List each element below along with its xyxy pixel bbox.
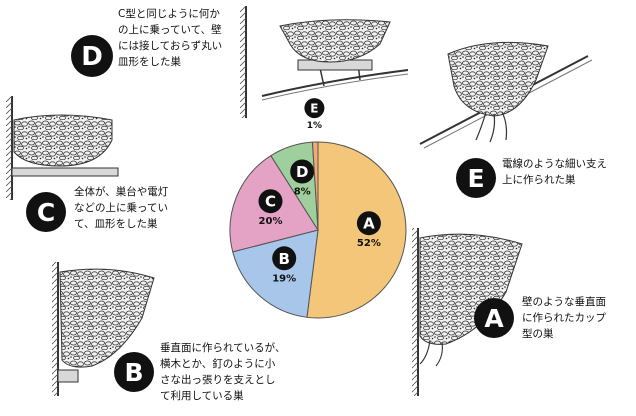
annotation-b-line: 垂直面に作られているが、: [160, 342, 286, 354]
badge-e: E: [456, 158, 496, 198]
pie-label-b: B: [278, 250, 289, 268]
pie-badge-a: [356, 211, 381, 236]
annotation-e: 電線のような細い支え 上に作られた巣: [502, 156, 607, 188]
pie-value-d: 8%: [294, 187, 311, 198]
pie-value-e: 1%: [307, 121, 322, 131]
annotation-b-line: さな出っ張りを支えとし: [160, 374, 276, 386]
annotation-c-line: 全体が、巣台や電灯: [74, 186, 169, 198]
pie-chart: A 52% B 19% C 20% D 8% E 1%: [229, 98, 407, 319]
nest-illustration-a: [412, 228, 523, 396]
annotation-c-line: などの上に乗ってい: [74, 202, 168, 214]
badge-c-letter: C: [37, 198, 55, 227]
pie-label-c: C: [265, 193, 276, 211]
badge-c: C: [26, 192, 66, 232]
pie-badge-e: [304, 98, 325, 119]
badge-b: B: [114, 352, 154, 392]
pie-label-d: D: [296, 163, 308, 181]
annotation-a: 壁のような垂直面 に作られたカップ 型の巣: [522, 294, 606, 342]
annotation-e-line: 電線のような細い支え: [502, 158, 607, 170]
badge-b-letter: B: [124, 358, 143, 387]
pie-slice-a: [306, 141, 407, 319]
annotation-a-line: に作られたカップ: [522, 312, 606, 324]
pie-slice-b: [232, 229, 319, 318]
badge-d: D: [71, 35, 113, 77]
annotation-d: C型と同じように何か の上に乗っていて、壁 には接しておらず丸い 皿形をした巣: [118, 6, 222, 70]
annotation-c-line: て、皿形をした巣: [74, 218, 158, 230]
annotation-d-line: 皿形をした巣: [118, 56, 181, 68]
nest-illustration-b: [52, 262, 155, 396]
annotation-b-line: 横木とか、釘のように小: [160, 358, 276, 370]
pie-label-a: A: [363, 215, 375, 233]
pie-badge-d: [290, 159, 315, 184]
badge-a: A: [474, 298, 514, 338]
nest-illustration-e: [419, 41, 593, 149]
pie-slice-e: [311, 141, 319, 231]
nest-illustration-c: [6, 96, 119, 200]
annotation-b: 垂直面に作られているが、 横木とか、釘のように小 さな出っ張りを支えとし て利用…: [160, 340, 285, 404]
pie-value-b: 19%: [272, 273, 296, 284]
annotation-a-line: 型の巣: [522, 328, 554, 340]
annotation-e-line: 上に作られた巣: [502, 174, 576, 186]
nest-illustration-d: [240, 6, 409, 118]
annotation-a-line: 壁のような垂直面: [522, 296, 606, 308]
pie-label-e: E: [310, 102, 318, 116]
annotation-b-line: て利用している巣: [160, 390, 244, 402]
badge-d-letter: D: [81, 42, 103, 72]
badge-e-letter: E: [467, 164, 484, 193]
pie-badge-c: [258, 189, 283, 214]
annotation-d-line: の上に乗っていて、壁: [118, 24, 222, 36]
pie-badge-b: [272, 246, 297, 271]
annotation-d-line: C型と同じように何か: [118, 8, 220, 20]
pie-value-a: 52%: [357, 238, 381, 249]
pie-value-c: 20%: [259, 216, 283, 227]
annotation-c: 全体が、巣台や電灯 などの上に乗ってい て、皿形をした巣: [74, 184, 168, 232]
annotation-d-line: には接しておらず丸い: [118, 40, 223, 52]
badge-a-letter: A: [484, 304, 504, 333]
